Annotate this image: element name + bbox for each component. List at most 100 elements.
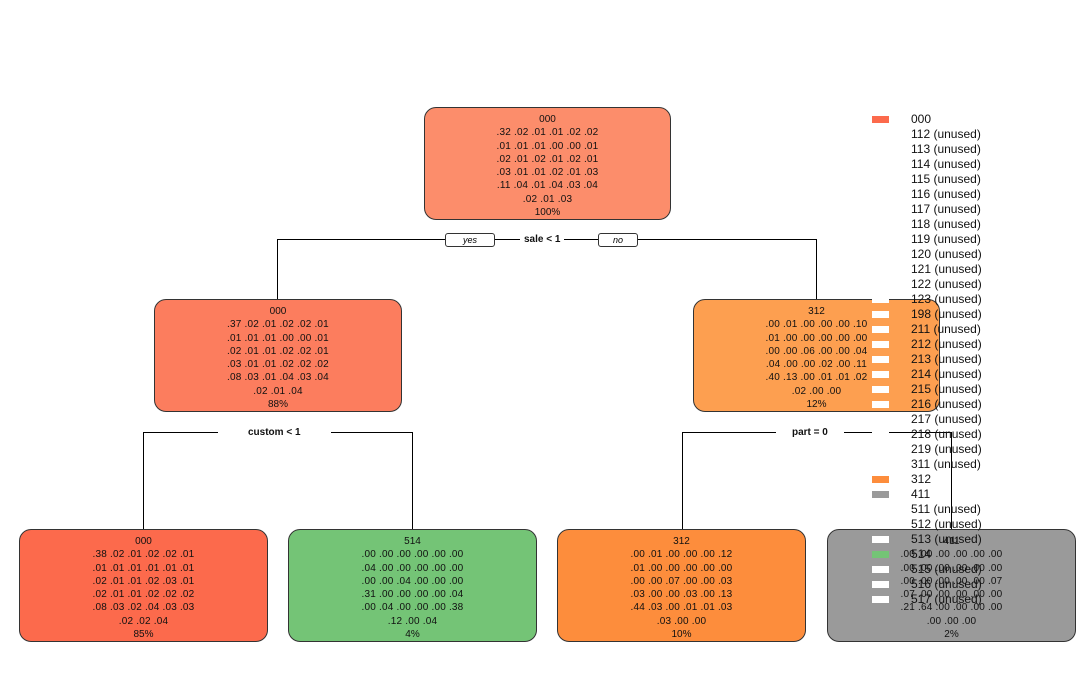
node-prob-row: .03 .00 .00 .03 .00 .13 <box>630 589 733 601</box>
legend-item: 118 (unused) <box>868 217 1083 232</box>
node-percent: 85% <box>133 629 154 641</box>
node-prob-row: .38 .02 .01 .02 .02 .01 <box>92 549 195 561</box>
legend-swatch <box>872 581 889 588</box>
legend-label: 121 (unused) <box>911 262 982 276</box>
legend-label: 120 (unused) <box>911 247 982 261</box>
node-prob-row: .00 .01 .00 .00 .00 .10 <box>765 319 868 331</box>
legend-label: 411 <box>911 487 931 501</box>
node-prob-row: .00 .00 .07 .00 .00 .03 <box>630 575 733 587</box>
node-prob-row: .31 .00 .00 .00 .00 .04 <box>361 589 464 601</box>
legend-label: 112 (unused) <box>911 127 981 141</box>
legend-item: 211 (unused) <box>868 322 1083 337</box>
legend-label: 218 (unused) <box>911 427 982 441</box>
legend-item: 115 (unused) <box>868 172 1083 187</box>
legend-swatch <box>872 566 889 573</box>
legend-item: 116 (unused) <box>868 187 1083 202</box>
legend-item: 121 (unused) <box>868 262 1083 277</box>
node-percent: 4% <box>405 629 420 641</box>
yes-label: yes <box>445 233 495 247</box>
node-prob-row: .04 .00 .00 .02 .00 .11 <box>765 359 868 371</box>
node-prob-row: .01 .00 .00 .00 .00 .00 <box>765 332 868 344</box>
node-prob-row: .02 .00 .00 <box>791 385 842 397</box>
legend-swatch <box>872 386 889 393</box>
legend-item: 311 (unused) <box>868 457 1083 472</box>
node-prob-row: .44 .03 .00 .01 .01 .03 <box>630 602 733 614</box>
tree-node-leaf-1: 000.38 .02 .01 .02 .02 .01.01 .01 .01 .0… <box>19 529 268 642</box>
node-prob-row: .00 .00 .00 .00 .00 .00 <box>900 549 1003 561</box>
legend-item: 218 (unused) <box>868 427 1083 442</box>
legend-item: 112 (unused) <box>868 127 1083 142</box>
legend-label: 116 (unused) <box>911 187 981 201</box>
legend-swatch <box>872 476 889 483</box>
edge-right-left-drop <box>682 432 683 530</box>
node-prob-row: .00 .01 .00 .00 .00 .12 <box>630 549 733 561</box>
node-prob-row: .00 .00 .06 .00 .00 .04 <box>765 345 868 357</box>
legend-item: 411 <box>868 487 1083 502</box>
tree-node-leaf-3: 312.00 .01 .00 .00 .00 .12.01 .00 .00 .0… <box>557 529 806 642</box>
legend-label: 214 (unused) <box>911 367 982 381</box>
node-prob-row: .03 .00 .00 <box>656 615 707 627</box>
legend-label: 219 (unused) <box>911 442 982 456</box>
node-prob-row: .40 .13 .00 .01 .01 .02 <box>765 372 868 384</box>
legend-label: 513 (unused) <box>911 532 982 546</box>
legend-swatch <box>872 266 889 273</box>
legend-label: 517 (unused) <box>911 592 982 606</box>
legend-label: 311 (unused) <box>911 457 981 471</box>
no-label: no <box>598 233 638 247</box>
node-prob-row: .01 .00 .00 .00 .00 .00 <box>630 562 733 574</box>
legend-swatch <box>872 596 889 603</box>
legend-swatch <box>872 161 889 168</box>
split-label-right: part = 0 <box>776 427 844 438</box>
node-prob-row: .02 .01 .01 .02 .02 .01 <box>227 345 329 357</box>
node-prob-row: .00 .00 .00 <box>926 615 977 627</box>
node-prob-row: .02 .01 .01 .02 .02 .02 <box>92 589 195 601</box>
legend-item: 513 (unused) <box>868 532 1083 547</box>
node-prob-row: .11 .04 .01 .04 .03 .04 <box>496 180 599 192</box>
legend-item: 000 <box>868 112 1083 127</box>
legend-item: 212 (unused) <box>868 337 1083 352</box>
node-percent: 100% <box>534 207 561 219</box>
legend-item: 217 (unused) <box>868 412 1083 427</box>
node-percent: 2% <box>944 629 959 641</box>
legend-item: 516 (unused) <box>868 577 1083 592</box>
node-percent: 10% <box>671 629 692 641</box>
legend-label: 211 (unused) <box>911 322 981 336</box>
node-prob-row: .02 .01 .04 <box>253 385 303 397</box>
legend-swatch <box>872 221 889 228</box>
legend-swatch <box>872 326 889 333</box>
node-prob-row: .02 .02 .04 <box>118 615 169 627</box>
node-prob-row: .02 .01 .01 .02 .03 .01 <box>92 575 195 587</box>
node-prob-row: .00 .00 .04 .00 .00 .00 <box>361 575 464 587</box>
node-prob-row: .03 .01 .01 .02 .02 .02 <box>227 359 329 371</box>
legend-swatch <box>872 461 889 468</box>
node-class-label: 514 <box>404 536 421 547</box>
split-label-root: sale < 1 <box>520 234 565 245</box>
node-prob-row: .01 .01 .01 .00 .00 .01 <box>496 140 599 152</box>
edge-right-right-drop <box>951 432 952 530</box>
legend-item: 120 (unused) <box>868 247 1083 262</box>
tree-node-left: 000.37 .02 .01 .02 .02 .01.01 .01 .01 .0… <box>154 299 402 412</box>
legend-swatch <box>872 401 889 408</box>
legend-item: 512 (unused) <box>868 517 1083 532</box>
node-prob-row: .07 .00 .00 .00 .00 .00 <box>900 589 1003 601</box>
legend-label: 123 (unused) <box>911 292 982 306</box>
legend-label: 514 <box>911 547 932 561</box>
legend-swatch <box>872 446 889 453</box>
legend-item: 119 (unused) <box>868 232 1083 247</box>
legend-item: 198 (unused) <box>868 307 1083 322</box>
node-prob-row: .03 .01 .01 .02 .01 .03 <box>496 167 599 179</box>
legend-item: 123 (unused) <box>868 292 1083 307</box>
edge-root-right-drop <box>816 239 817 300</box>
legend-label: 217 (unused) <box>911 412 982 426</box>
node-class-label: 312 <box>808 306 825 317</box>
legend-label: 312 <box>911 472 932 486</box>
legend-item: 511 (unused) <box>868 502 1083 517</box>
edge-left-left-drop <box>143 432 144 530</box>
legend-swatch <box>872 521 889 528</box>
legend-item: 514 <box>868 547 1083 562</box>
legend-swatch <box>872 146 889 153</box>
legend-item: 219 (unused) <box>868 442 1083 457</box>
node-prob-row: .32 .02 .01 .01 .02 .02 <box>496 127 599 139</box>
